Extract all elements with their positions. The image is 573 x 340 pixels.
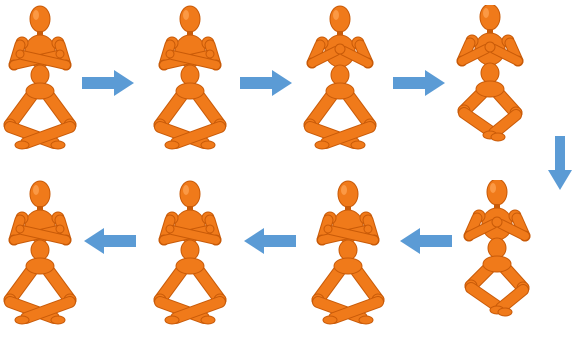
right-foot [491, 133, 505, 141]
head [338, 181, 358, 207]
left-foot [51, 316, 65, 324]
pelvis [26, 258, 54, 274]
figure-step-2 [150, 5, 230, 160]
right-foot [15, 316, 29, 324]
left-foot [201, 141, 215, 149]
left-foot [201, 316, 215, 324]
left-hand [206, 225, 214, 233]
arrow-down [548, 136, 572, 190]
arrow-right-1 [82, 70, 134, 96]
pelvis [476, 81, 504, 97]
right-foot [498, 308, 512, 316]
head [30, 181, 50, 207]
figure-step-4 [450, 5, 530, 160]
right-foot [323, 316, 337, 324]
left-foot [51, 141, 65, 149]
figure-step-8 [0, 180, 80, 335]
head [330, 6, 350, 32]
joined-hands [485, 42, 495, 52]
head [480, 5, 500, 30]
left-hand [56, 225, 64, 233]
left-hand [206, 50, 214, 58]
right-shin [494, 115, 516, 133]
arrow-shape [244, 228, 296, 254]
right-hand [166, 50, 174, 58]
arrow-shape [393, 70, 445, 96]
arrow-shape [82, 70, 134, 96]
right-shin [501, 290, 523, 308]
head [180, 6, 200, 32]
abdomen [331, 65, 349, 85]
right-hand [16, 225, 24, 233]
arrow-shape [240, 70, 292, 96]
left-hand [364, 225, 372, 233]
left-foot [359, 316, 373, 324]
left-foot [351, 141, 365, 149]
joined-hands [492, 217, 502, 227]
figure-step-3 [300, 5, 380, 160]
right-hand [16, 50, 24, 58]
figure-step-7 [150, 180, 230, 335]
pelvis [334, 258, 362, 274]
arrow-shape [548, 136, 572, 190]
right-foot [15, 141, 29, 149]
right-foot [165, 316, 179, 324]
abdomen [31, 65, 49, 85]
right-hand [324, 225, 332, 233]
right-foot [165, 141, 179, 149]
pelvis [26, 83, 54, 99]
pelvis [326, 83, 354, 99]
abdomen [181, 65, 199, 85]
figure-step-5 [457, 180, 537, 335]
pelvis [176, 83, 204, 99]
arrow-left-2 [244, 228, 296, 254]
abdomen [31, 240, 49, 260]
arrow-right-2 [240, 70, 292, 96]
arrow-left-1 [400, 228, 452, 254]
arrow-shape [400, 228, 452, 254]
pelvis [176, 258, 204, 274]
right-hand [166, 225, 174, 233]
figure-step-6 [308, 180, 388, 335]
abdomen [481, 63, 499, 83]
head [487, 180, 507, 205]
pelvis [483, 256, 511, 272]
arrow-left-3 [84, 228, 136, 254]
arrow-right-3 [393, 70, 445, 96]
head [30, 6, 50, 32]
joined-hands [335, 44, 345, 54]
left-hand [56, 50, 64, 58]
head [180, 181, 200, 207]
figure-step-1 [0, 5, 80, 160]
right-foot [315, 141, 329, 149]
abdomen [181, 240, 199, 260]
abdomen [339, 240, 357, 260]
arrow-shape [84, 228, 136, 254]
abdomen [488, 238, 506, 258]
